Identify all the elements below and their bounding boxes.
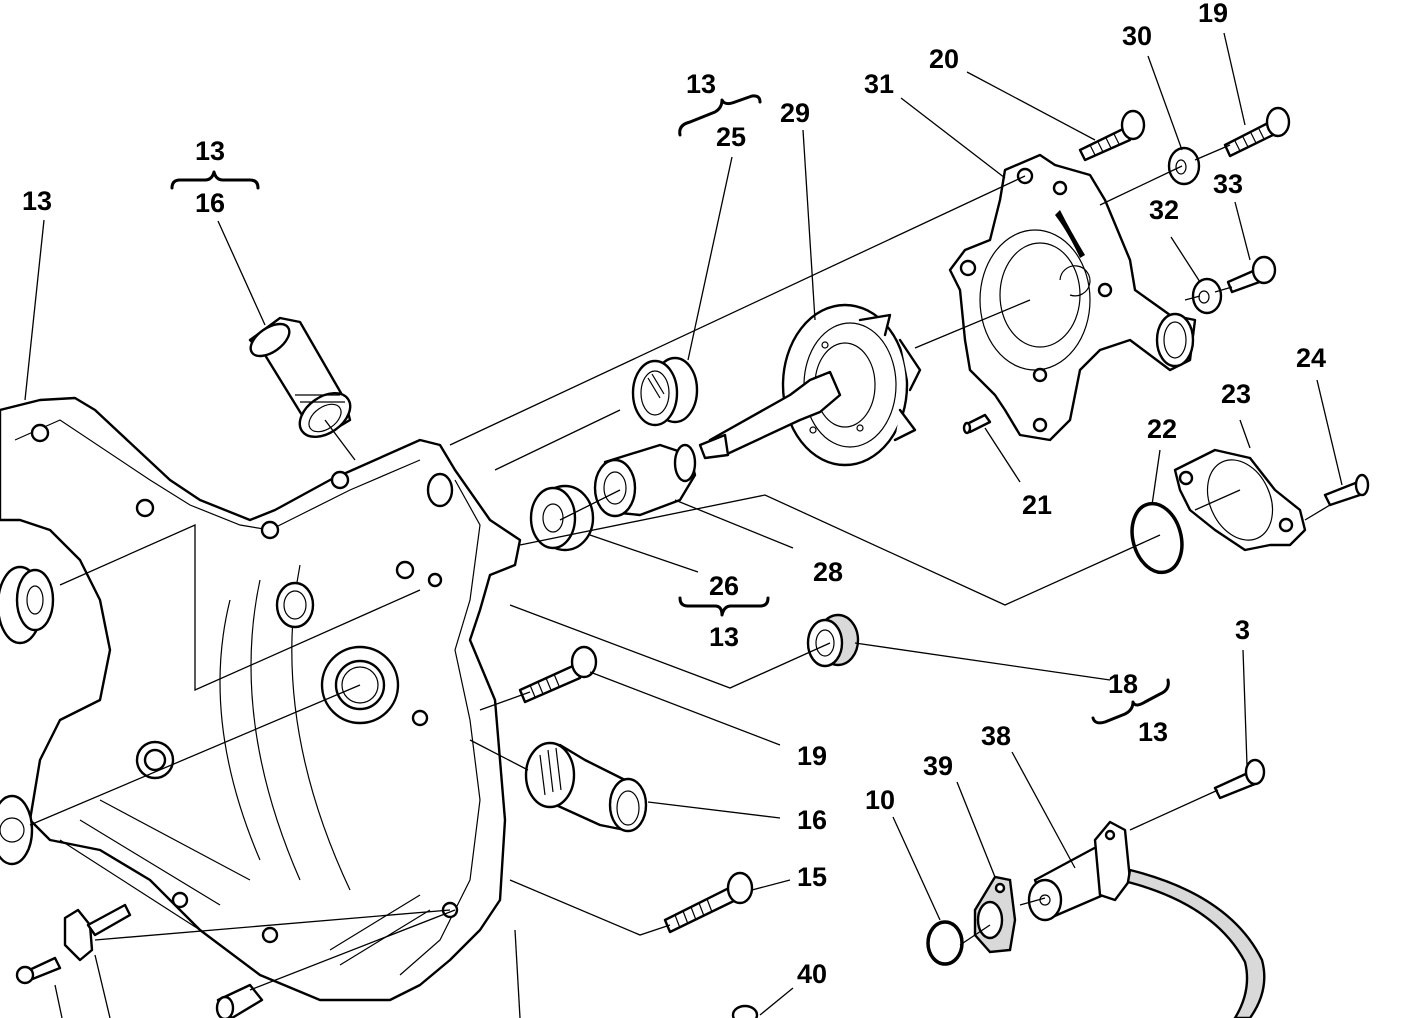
- callout-labels: 13 13 16 13 25 29 31 20 30 19 32 33 24 2…: [22, 0, 1326, 989]
- callout-32: 32: [1149, 195, 1179, 225]
- callout-19b: 19: [797, 741, 827, 771]
- callout-13d: 13: [709, 622, 739, 652]
- impeller-shaft-29: [698, 303, 922, 467]
- screw-3: [1213, 758, 1266, 800]
- screw-15: [663, 871, 754, 934]
- callout-30: 30: [1122, 21, 1152, 51]
- screw-19-lower: [518, 645, 598, 704]
- callout-3: 3: [1235, 615, 1250, 645]
- callout-13e: 13: [1138, 717, 1168, 747]
- sensor-38: [1027, 820, 1132, 922]
- left-bearing-lower: [0, 794, 34, 866]
- water-pipe-fitting-upper: [248, 316, 352, 439]
- brace-26-13: [678, 596, 770, 617]
- callout-40: 40: [797, 959, 827, 989]
- callout-39: 39: [923, 751, 953, 781]
- bracket-bottom-left: [63, 903, 132, 962]
- callout-22: 22: [1147, 414, 1177, 444]
- callout-19a: 19: [1198, 0, 1228, 28]
- brace-16-13: [170, 170, 260, 190]
- callout-23: 23: [1221, 379, 1251, 409]
- callout-15: 15: [797, 862, 827, 892]
- callout-25: 25: [716, 122, 746, 152]
- callout-16b: 16: [797, 805, 827, 835]
- leader-lines: [24, 32, 1343, 1018]
- screw-33: [1226, 255, 1277, 294]
- part-40: [731, 1004, 759, 1018]
- screw-20: [1078, 109, 1146, 162]
- callout-38: 38: [981, 721, 1011, 751]
- brace-18-13: [1091, 678, 1170, 725]
- seal-ring-18: [806, 613, 860, 668]
- water-pipe-fitting-lower: [524, 741, 648, 833]
- screw-19-upper: [1223, 106, 1291, 158]
- callout-26: 26: [709, 571, 739, 601]
- bearing-25: [631, 356, 699, 427]
- crankcase-cover: [0, 396, 522, 1002]
- callout-31: 31: [864, 69, 894, 99]
- left-bearing-upper: [0, 565, 55, 645]
- o-ring-22: [1130, 501, 1184, 575]
- dowel-pin-21: [962, 413, 992, 435]
- callout-13b: 13: [195, 136, 225, 166]
- callout-21: 21: [1022, 490, 1052, 520]
- gasket-39: [973, 875, 1017, 954]
- callout-28: 28: [813, 557, 843, 587]
- screw-bottom-left: [15, 956, 62, 985]
- callout-10: 10: [865, 785, 895, 815]
- mechanical-seal-28: [593, 443, 697, 518]
- callout-33: 33: [1213, 169, 1243, 199]
- callout-16a: 16: [195, 188, 225, 218]
- bush-bottom: [215, 983, 264, 1018]
- screw-24: [1323, 473, 1370, 507]
- washer-30: [1167, 146, 1201, 186]
- washer-32: [1191, 277, 1223, 315]
- callout-29: 29: [780, 98, 810, 128]
- water-pump-cover-31: [948, 153, 1197, 442]
- callout-20: 20: [929, 44, 959, 74]
- callout-13a: 13: [22, 186, 52, 216]
- callout-18: 18: [1108, 669, 1138, 699]
- callout-24: 24: [1296, 343, 1326, 373]
- brace-25-13: [678, 94, 762, 137]
- flange-23: [1173, 448, 1307, 552]
- callout-13c: 13: [686, 69, 716, 99]
- o-ring-10: [926, 920, 964, 966]
- sensor-cable: [1126, 868, 1266, 1018]
